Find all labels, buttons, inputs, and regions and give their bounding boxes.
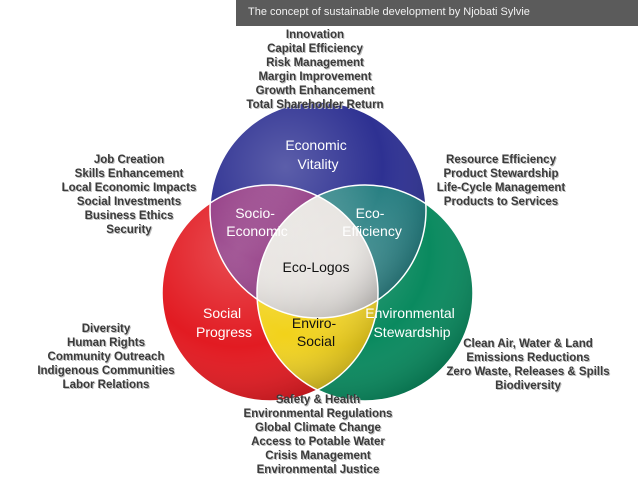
list-item: Products to Services — [443, 196, 559, 208]
caption-text: The concept of sustainable development b… — [248, 6, 530, 18]
list-item: Margin Improvement — [258, 71, 372, 83]
list-item: Local Economic Impacts — [61, 182, 197, 194]
list-item: Emissions Reductions — [466, 352, 590, 364]
eco-efficiency-attributes-list: Resource Efficiency Product Stewardship … — [428, 153, 574, 209]
list-item: Capital Efficiency — [267, 43, 363, 55]
list-item: Social Investments — [76, 196, 182, 208]
enviro-social-attributes-list: Safety & Health Environmental Regulation… — [232, 393, 404, 477]
list-item: Skills Enhancement — [74, 168, 184, 180]
list-item: Risk Management — [266, 57, 364, 69]
socio-economic-attributes-list: Job Creation Skills Enhancement Local Ec… — [52, 153, 206, 237]
list-item: Clean Air, Water & Land — [463, 338, 593, 350]
economic-outline — [209, 101, 427, 319]
list-item: Innovation — [285, 29, 345, 41]
socio-economic-label: Socio- Economic — [226, 205, 287, 239]
list-item: Total Shareholder Return — [246, 99, 384, 111]
environmental-outline — [256, 184, 474, 402]
list-item: Zero Waste, Releases & Spills — [446, 366, 610, 378]
list-item: Global Climate Change — [255, 422, 381, 434]
list-item: Product Stewardship — [443, 168, 559, 180]
list-item: Access to Potable Water — [251, 436, 385, 448]
list-item: Environmental Regulations — [243, 408, 393, 420]
economic-label: Economic Vitality — [285, 137, 350, 172]
social-outline — [161, 184, 379, 402]
list-item: Growth Enhancement — [255, 85, 375, 97]
list-item: Community Outreach — [47, 351, 165, 363]
list-item: Human Rights — [67, 337, 145, 349]
list-item: Business Ethics — [84, 210, 174, 222]
list-item: Environmental Justice — [256, 464, 380, 476]
economic-attributes-list: Innovation Capital Efficiency Risk Manag… — [234, 28, 396, 112]
list-item: Diversity — [81, 323, 131, 335]
list-item: Biodiversity — [495, 380, 561, 392]
list-item: Life-Cycle Management — [436, 182, 566, 194]
list-item: Indigenous Communities — [37, 365, 175, 377]
enviro-social-label: Enviro- Social — [292, 315, 340, 349]
environmental-shine — [257, 185, 473, 401]
social-label: Social Progress — [196, 305, 252, 340]
list-item: Crisis Management — [265, 450, 371, 462]
environmental-attributes-list: Clean Air, Water & Land Emissions Reduct… — [440, 337, 616, 393]
social-attributes-list: Diversity Human Rights Community Outreac… — [30, 322, 182, 392]
eco-efficiency-label: Eco- Efficiency — [342, 205, 402, 239]
list-item: Resource Efficiency — [446, 154, 556, 166]
list-item: Labor Relations — [62, 379, 150, 391]
list-item: Safety & Health — [275, 394, 361, 406]
environmental-label: Environmental Stewardship — [365, 305, 458, 340]
eco-logos-label: Eco-Logos — [283, 259, 350, 275]
list-item: Security — [106, 224, 152, 236]
list-item: Job Creation — [93, 154, 165, 166]
caption-bar: The concept of sustainable development b… — [236, 0, 638, 26]
